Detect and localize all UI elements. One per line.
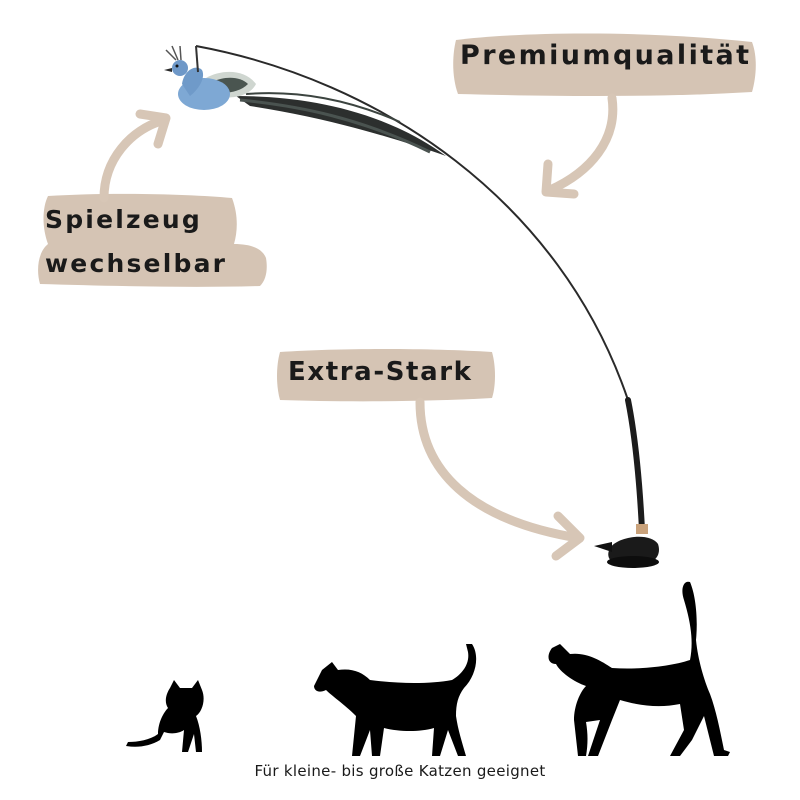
toy-changeable-label: Spielzeug wechselbar	[45, 198, 227, 286]
premium-quality-label: Premiumqualität	[460, 40, 752, 71]
suitability-caption: Für kleine- bis große Katzen geeignet	[254, 762, 546, 780]
toy-label-line2: wechselbar	[45, 249, 228, 278]
arrow-to-toy	[99, 109, 171, 203]
arrow-to-base	[415, 397, 585, 561]
large-cat-silhouette-icon	[548, 581, 730, 756]
suction-cup-icon	[594, 524, 659, 568]
rod-stick	[625, 397, 645, 533]
toy-label-background	[38, 193, 267, 287]
feather-bird-icon	[164, 45, 446, 156]
toy-label-line1: Spielzeug	[45, 205, 202, 234]
extra-label-background	[277, 349, 495, 402]
cat-silhouette-icon	[314, 644, 477, 756]
premium-label-background	[453, 33, 756, 96]
kitten-silhouette-icon	[126, 680, 204, 752]
extra-strong-label: Extra-Stark	[288, 357, 473, 387]
arrow-to-rod	[541, 93, 618, 199]
wire-rod	[195, 45, 629, 401]
